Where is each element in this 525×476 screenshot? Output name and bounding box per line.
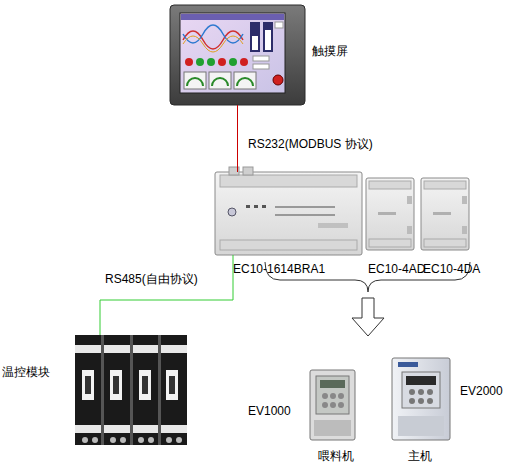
touch-screen: 触摸屏	[170, 5, 305, 105]
rs232-link	[237, 105, 238, 172]
device-role: 喂料机	[318, 449, 354, 463]
device-label: EC10-4AD	[368, 262, 425, 276]
rs485-link	[100, 255, 233, 335]
analog-input-module: EC10-4AD	[366, 178, 414, 250]
inverter-illustration	[392, 358, 450, 440]
expansion-module-illustration	[366, 178, 469, 250]
device-role: 主机	[408, 449, 432, 463]
protocol-label: RS232(MODBUS 协议)	[248, 137, 373, 151]
touch-screen-illustration	[170, 5, 305, 105]
protocol-label: RS485(自由协议)	[105, 272, 198, 286]
device-label: EC10-4DA	[423, 262, 480, 276]
main-inverter: EV2000主机	[392, 358, 450, 440]
plc-main-unit: EC10-1614BRA1	[215, 172, 362, 255]
device-label: EV2000	[460, 384, 503, 398]
device-label: 触摸屏	[312, 44, 348, 58]
inverter-illustration	[310, 370, 355, 440]
temperature-module: 温控模块	[75, 335, 187, 445]
feeder-inverter: EV1000喂料机	[310, 370, 355, 440]
device-label: EV1000	[248, 404, 291, 418]
temperature-module-illustration	[75, 335, 187, 445]
device-label: 温控模块	[2, 365, 50, 379]
device-label: EC10-1614BRA1	[233, 262, 325, 276]
plc-illustration	[215, 167, 362, 255]
analog-output-module: EC10-4DA	[421, 178, 469, 250]
